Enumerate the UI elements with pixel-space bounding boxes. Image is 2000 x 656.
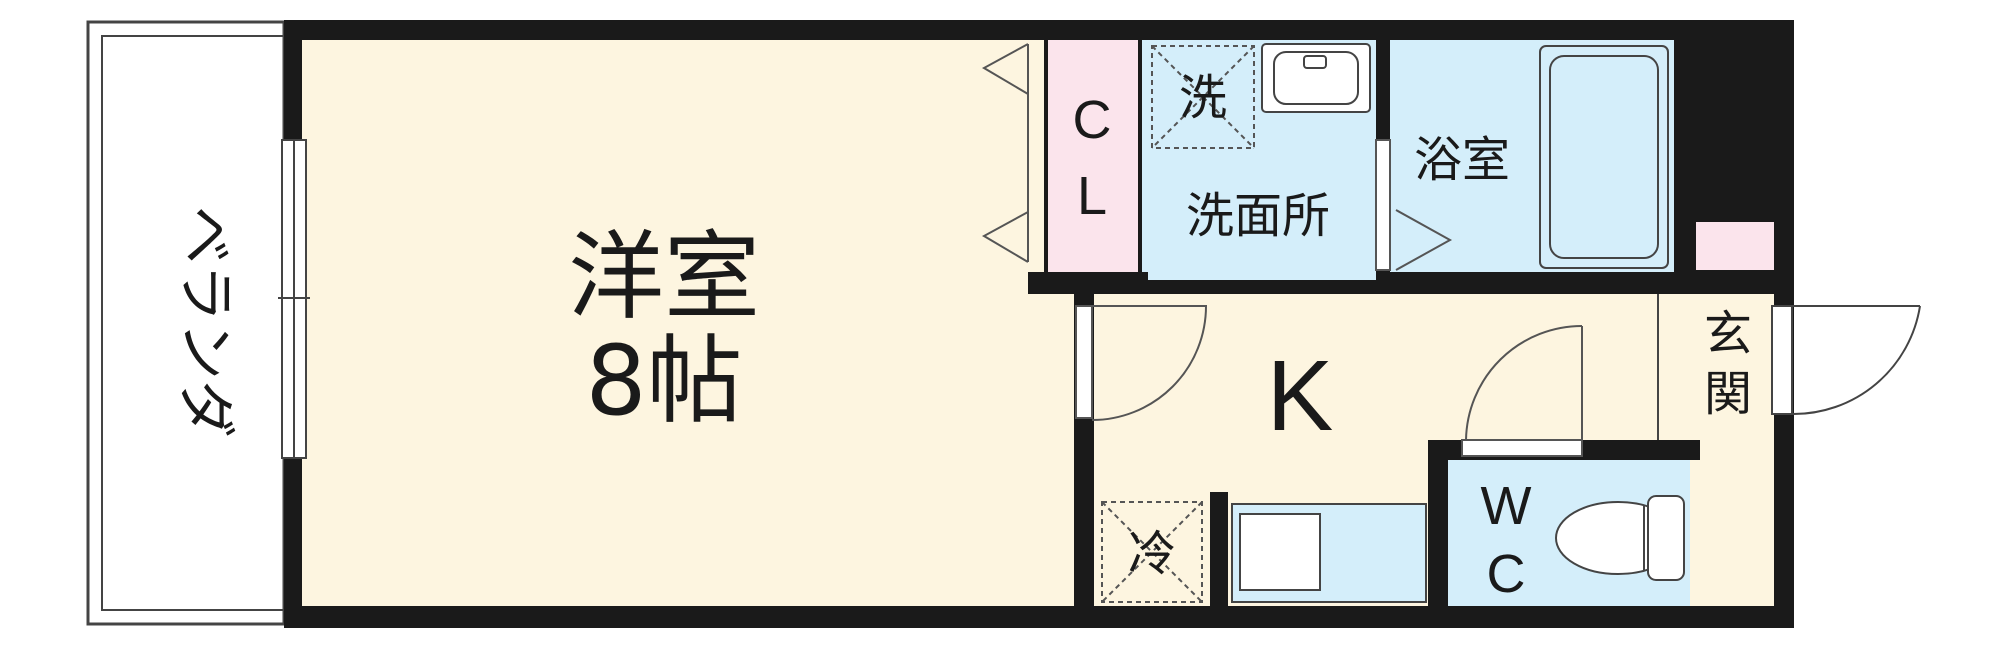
toilet-door[interactable] — [1461, 325, 1583, 457]
entrance-door[interactable] — [1771, 305, 1921, 416]
washroom-door — [1375, 139, 1453, 271]
bathtub — [1539, 45, 1669, 269]
closet-label-c: C — [1073, 90, 1112, 150]
bathroom-label: 浴室 — [1414, 132, 1510, 188]
kitchen-counter — [1231, 503, 1427, 603]
western-room-name: 洋室 — [568, 221, 760, 333]
wall-bath-bottom — [1376, 272, 1690, 294]
western-room — [302, 40, 1074, 606]
toilet-fixture — [1555, 495, 1685, 581]
entrance-label-2: 関 — [1704, 366, 1752, 422]
entrance-label-1: 玄 — [1704, 306, 1752, 362]
closet-doors — [981, 43, 1029, 263]
washroom-label: 洗面所 — [1186, 188, 1330, 244]
balcony-window — [278, 139, 310, 459]
fridge-label: 冷 — [1128, 526, 1176, 582]
balcony-label: ベランダ — [172, 206, 240, 438]
washer-label: 洗 — [1179, 70, 1227, 126]
closet-label-l: L — [1077, 166, 1107, 226]
room-door[interactable] — [1075, 305, 1208, 421]
wall-closet-bottom — [1028, 272, 1148, 294]
toilet-label-c: C — [1487, 544, 1526, 604]
wash-basin — [1261, 43, 1371, 113]
wall-column — [1210, 492, 1228, 606]
toilet-label-w: W — [1481, 476, 1532, 536]
entrance-wall-stub — [1690, 270, 1774, 294]
washer-space — [1151, 45, 1255, 149]
closet — [1046, 40, 1138, 272]
shoe-cabinet — [1696, 222, 1774, 270]
wall-toilet-left — [1428, 440, 1448, 610]
western-room-size: 8帖 — [585, 325, 742, 437]
balcony — [86, 20, 286, 626]
fridge-space — [1101, 501, 1203, 603]
kitchen-label: K — [1267, 340, 1334, 452]
